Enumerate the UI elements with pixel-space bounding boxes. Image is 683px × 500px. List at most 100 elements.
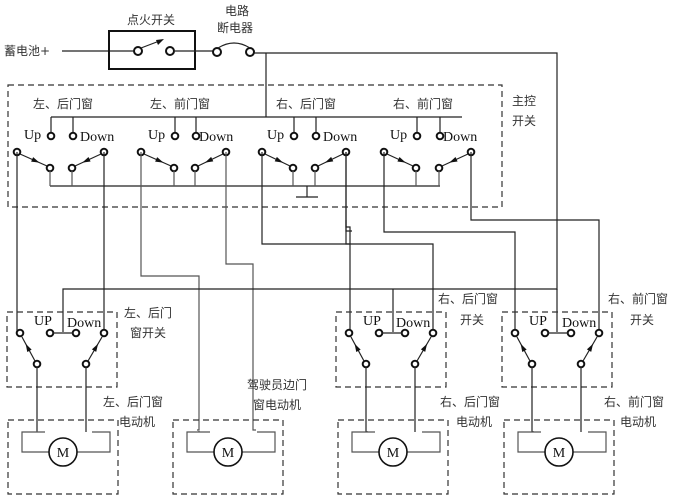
up-label: Up — [390, 128, 407, 143]
door-switch-label-line2: 开关 — [460, 313, 484, 327]
master-switch-label-line2: 开关 — [512, 114, 536, 128]
common-contact-right — [576, 359, 586, 369]
rocker-arm-down — [197, 153, 224, 167]
master-switch-group: 左、前门窗 Up Down — [136, 96, 233, 186]
outer-contact-right — [99, 328, 109, 338]
ignition-switch-label: 点火开关 — [127, 13, 175, 27]
down-label: Down — [199, 130, 233, 145]
circuit-breaker-icon — [212, 42, 255, 57]
down-terminal — [435, 131, 445, 141]
motor-icon — [48, 437, 78, 467]
door-switch-label-line1: 右、后门窗 — [438, 291, 498, 306]
door-switch-box — [6, 311, 118, 388]
ground-icon — [296, 186, 318, 198]
motor-label-line1: 左、后门窗 — [103, 394, 163, 409]
interconnect-wires — [16, 152, 600, 431]
inner-contact-left — [169, 163, 179, 173]
down-terminal — [311, 131, 321, 141]
inner-contact-left — [411, 163, 421, 173]
down-terminal — [566, 328, 576, 338]
common-contact-right — [410, 359, 420, 369]
ignition-switch-icon — [133, 39, 175, 56]
down-label: Down — [562, 316, 596, 331]
down-terminal — [400, 328, 410, 338]
common-contact-right — [81, 359, 91, 369]
door-switch-box — [501, 311, 613, 388]
motor-label-line1: 右、后门窗 — [440, 394, 500, 409]
rocker-arm-up — [19, 153, 48, 167]
down-terminal — [68, 131, 78, 141]
master-switch-label-line1: 主控 — [512, 94, 536, 108]
rocker-arm-down — [317, 153, 344, 167]
master-group-title: 右、后门窗 — [276, 96, 336, 111]
down-label: Down — [443, 130, 477, 145]
motor-label-line1: 右、前门窗 — [604, 394, 664, 409]
down-terminal — [71, 328, 81, 338]
breaker-label-line1: 电路 — [225, 3, 249, 18]
ignition-switch-box — [108, 30, 196, 70]
up-terminal — [45, 328, 55, 338]
up-label: UP — [34, 314, 52, 329]
outer-contact-right — [428, 328, 438, 338]
motor-icon — [378, 437, 408, 467]
rocker-arm-left — [21, 336, 36, 362]
rocker-arm-down — [74, 153, 102, 167]
outer-contact-right — [594, 328, 604, 338]
rocker-arm-right — [416, 336, 432, 362]
breaker-label-line2: 断电器 — [217, 20, 253, 35]
door-switch-label-line2: 窗开关 — [130, 326, 166, 340]
motor-icon — [544, 437, 574, 467]
up-terminal — [374, 328, 384, 338]
motor-symbol: M — [387, 446, 400, 461]
outer-contact-left — [510, 328, 520, 338]
inner-contact-left — [45, 163, 55, 173]
rocker-arm-right — [582, 336, 598, 362]
door-switch-label-line1: 左、后门 — [124, 305, 172, 320]
motor-icon — [213, 437, 243, 467]
up-terminal — [412, 131, 422, 141]
rocker-arm-up — [386, 153, 414, 167]
up-terminal — [289, 131, 299, 141]
up-label: UP — [529, 314, 547, 329]
inner-contact-right — [67, 163, 77, 173]
motor-box — [7, 419, 119, 495]
inner-contact-right — [190, 163, 200, 173]
motor-label-line2: 电动机 — [456, 415, 492, 429]
up-terminal — [46, 131, 56, 141]
down-label: Down — [323, 130, 357, 145]
inner-contact-right — [434, 163, 444, 173]
down-terminal — [191, 131, 201, 141]
master-group-title: 左、前门窗 — [150, 96, 210, 111]
power-feed-wire — [254, 52, 558, 290]
door-switch-box — [335, 311, 447, 388]
door-switch-label-line1: 右、前门窗 — [608, 291, 668, 306]
battery-label: 蓄电池+ — [4, 44, 50, 58]
up-label: Up — [148, 128, 165, 143]
motor-box — [503, 419, 615, 495]
master-group-title: 左、后门窗 — [33, 96, 93, 111]
down-label: Down — [67, 316, 101, 331]
motor-label-line2: 电动机 — [620, 415, 656, 429]
inner-contact-right — [310, 163, 320, 173]
down-label: Down — [396, 316, 430, 331]
master-switch-group: 右、前门窗 Up Down — [379, 96, 477, 186]
rocker-arm-up — [143, 153, 172, 167]
rocker-arm-left — [350, 336, 365, 362]
motor-symbol: M — [57, 446, 70, 461]
rocker-arm-down — [441, 153, 469, 167]
door-switch-label-line2: 开关 — [630, 313, 654, 327]
rocker-arm-left — [516, 336, 531, 362]
motor-box — [172, 419, 284, 495]
master-group-title: 右、前门窗 — [393, 96, 453, 111]
motor-label-line1: 驾驶员边门 — [247, 377, 307, 392]
motor-symbol: M — [553, 446, 566, 461]
master-switch-box — [7, 84, 503, 208]
up-label: Up — [267, 128, 284, 143]
